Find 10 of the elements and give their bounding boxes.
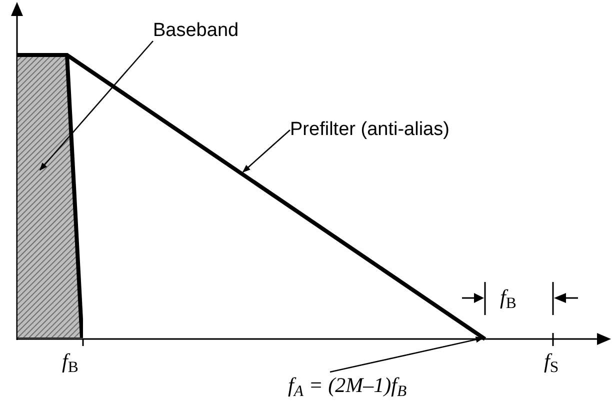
leader-line (39, 40, 154, 171)
curve-label: Prefilter (anti-alias) (290, 119, 450, 140)
tick-label: f$_{S}$ (544, 348, 559, 378)
filter-response-curve (17, 53, 487, 341)
leader-line (242, 130, 290, 173)
tick-label: f$_{B}$ (62, 348, 78, 378)
dimension-label: f$_{B}$ (500, 284, 516, 314)
region-label: Baseband (153, 20, 239, 41)
frequency-formula: f$_{A}$ = (2M–1)f$_{B}$ (288, 373, 407, 397)
leader-line (330, 336, 484, 373)
